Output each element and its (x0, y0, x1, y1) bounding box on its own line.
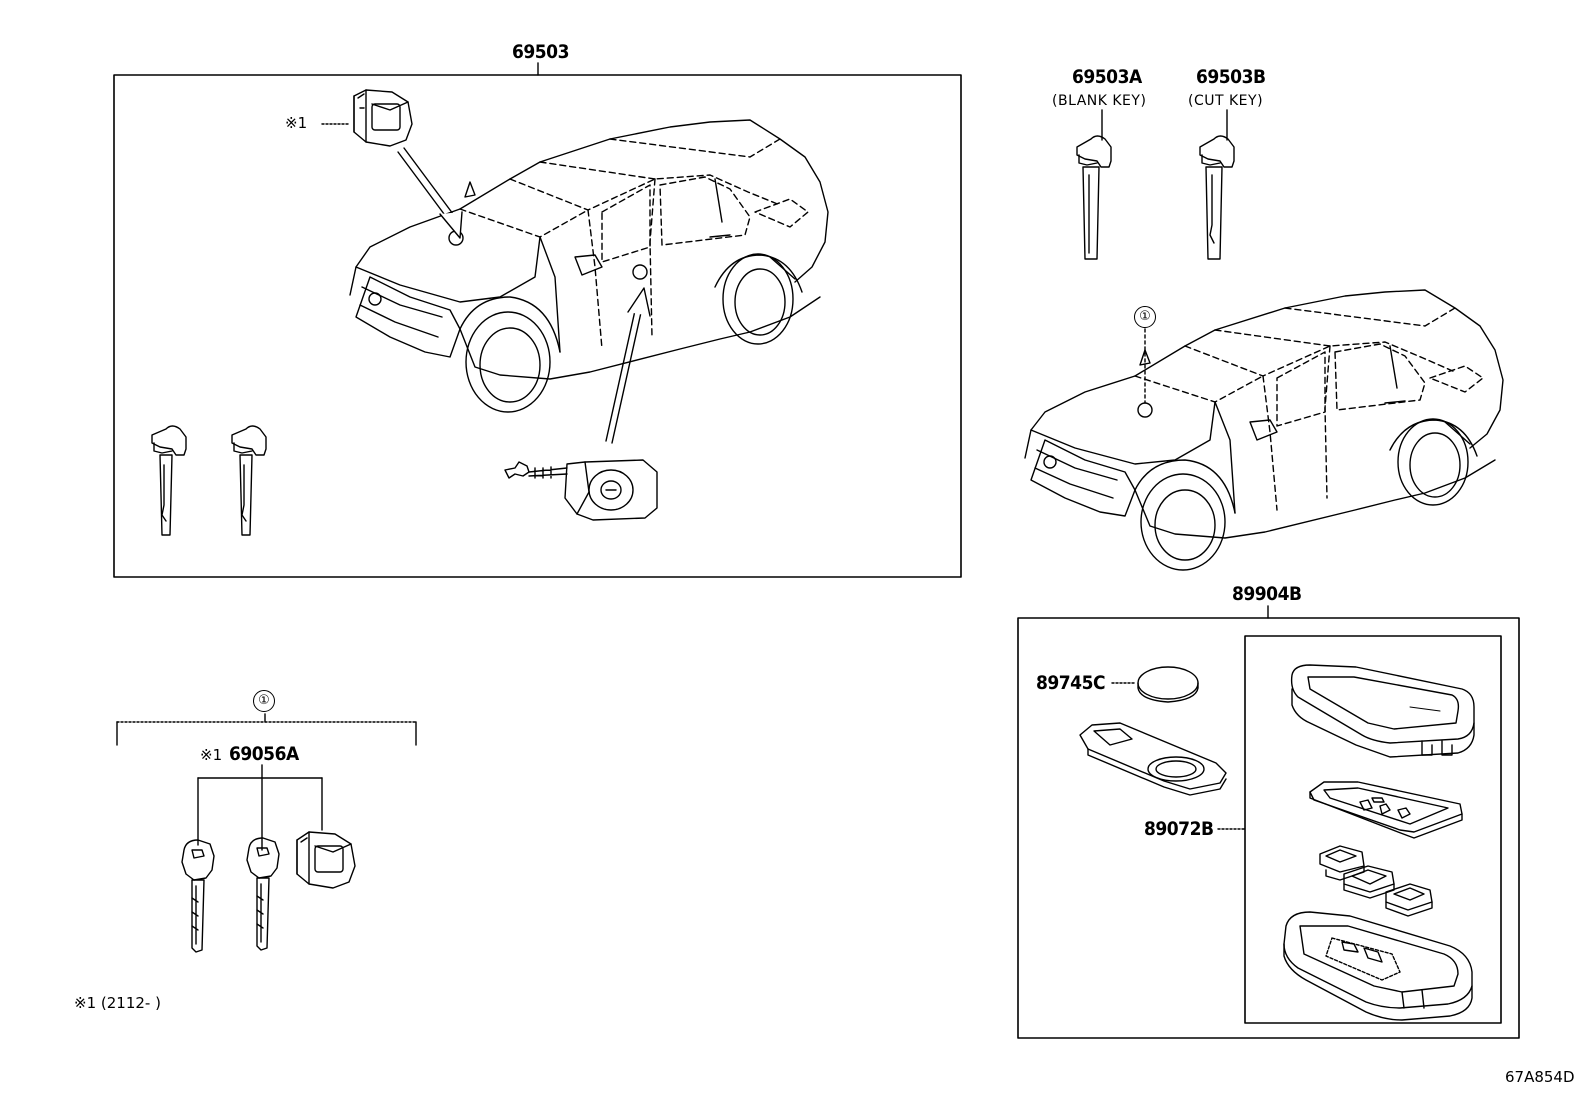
key-set-leaders (197, 764, 323, 851)
label-smart-key-set: 89904B (1232, 583, 1302, 605)
label-key-case: 89072B (1144, 818, 1214, 840)
label-main-set: 69503 (512, 41, 569, 63)
label-cut-key: 69503B (1196, 66, 1266, 88)
label-blank-key: 69503A (1072, 66, 1142, 88)
label-key-set-mark: ※1 (200, 746, 223, 764)
ref-mark-keyset: ① (253, 690, 275, 712)
door-lock-cylinder (504, 459, 658, 521)
label-blank-key-desc: (BLANK KEY) (1052, 93, 1147, 109)
lock-cylinder-top (353, 89, 413, 147)
arrow-cylinder-to-car (397, 147, 463, 239)
key-button-parts (1319, 845, 1433, 917)
blank-key (1076, 135, 1112, 260)
battery-cell (1137, 666, 1199, 703)
master-key-1 (181, 839, 215, 953)
label-battery: 89745C (1036, 672, 1106, 694)
key-blade-left-1 (151, 425, 187, 536)
key-set-bracket (116, 713, 417, 746)
ref-mark-right: ① (1134, 306, 1156, 328)
master-key-2 (246, 837, 280, 951)
cut-key (1199, 135, 1235, 260)
arrow-doorlock-to-car (605, 287, 651, 444)
key-case-frame (1244, 635, 1502, 1024)
key-frame-middle (1309, 781, 1463, 839)
figure-code: 67A854D (1505, 1068, 1575, 1086)
label-cut-key-desc: (CUT KEY) (1188, 93, 1264, 109)
circuit-plate (1079, 722, 1227, 796)
footnote: ※1 (2112- ) (74, 994, 161, 1012)
key-case-bottom (1283, 911, 1473, 1021)
vehicle-main (349, 119, 829, 413)
key-set-cylinder (296, 831, 356, 889)
key-blade-left-2 (231, 425, 267, 536)
vehicle-right (1024, 289, 1504, 571)
key-cover-top (1290, 664, 1475, 758)
label-note-mark: ※1 (285, 114, 308, 132)
label-key-set: 69056A (229, 743, 299, 765)
